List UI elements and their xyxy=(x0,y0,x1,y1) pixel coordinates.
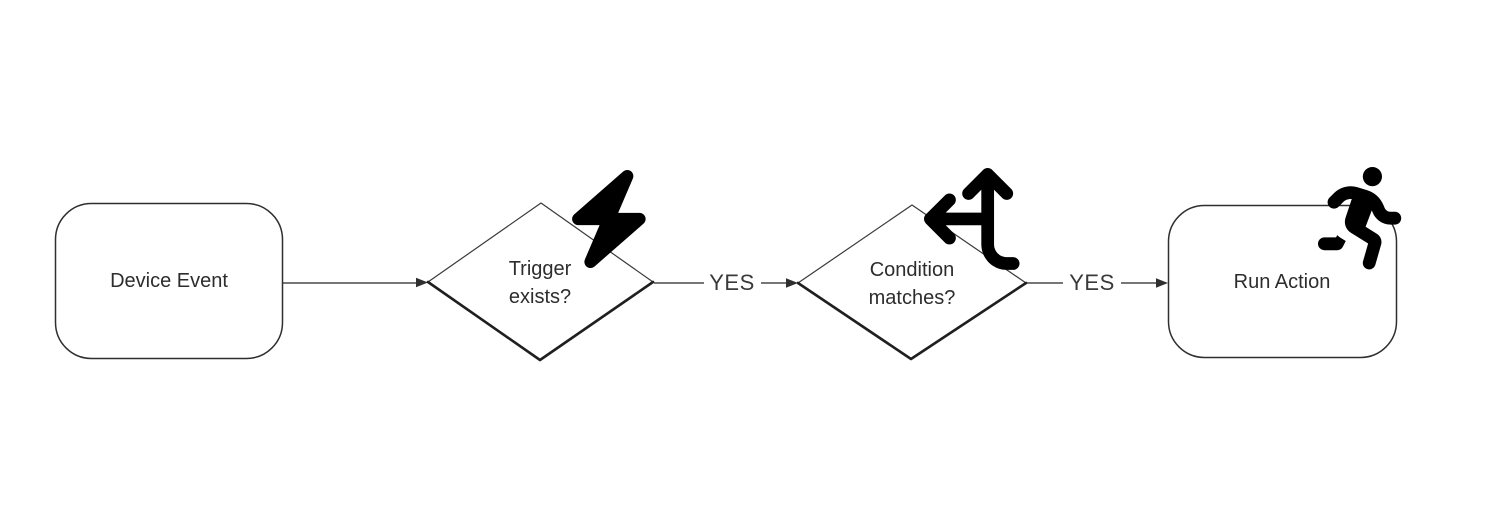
arrowhead xyxy=(1156,278,1168,288)
split-arrows-icon xyxy=(924,167,1020,270)
bolt-icon xyxy=(572,169,646,268)
node-trigger-exists xyxy=(426,202,655,362)
arrowhead xyxy=(416,277,428,288)
node-device-event xyxy=(54,202,284,360)
edge-trigger-to-condition xyxy=(654,278,798,288)
node-condition-matches xyxy=(796,204,1028,361)
edge-condition-to-run xyxy=(1027,278,1168,288)
edge-device-to-trigger xyxy=(283,277,428,288)
arrowhead xyxy=(786,278,798,288)
person-running-icon xyxy=(1318,167,1402,270)
